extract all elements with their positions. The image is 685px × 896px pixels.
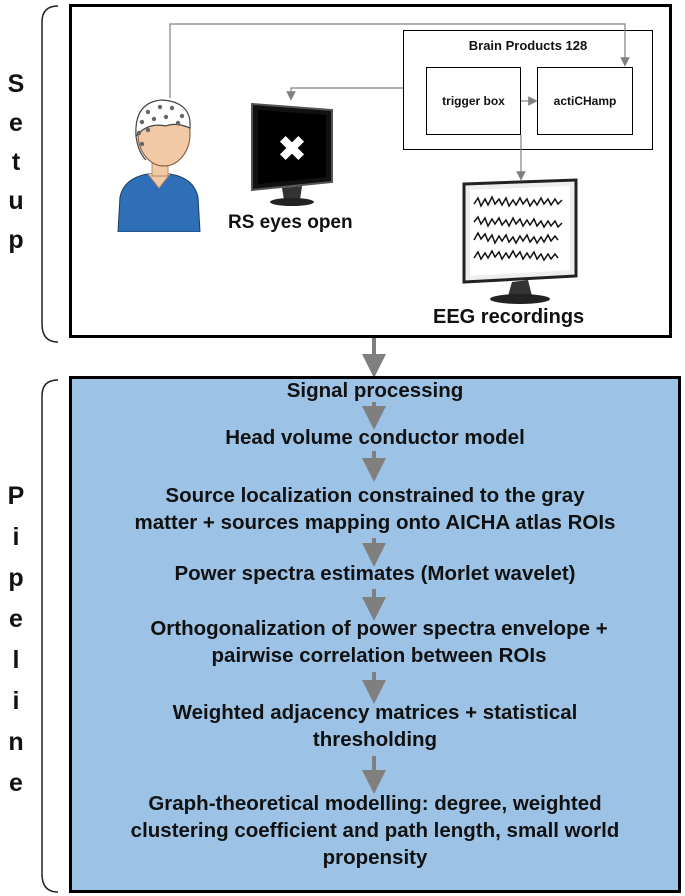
eeg-monitor-icon: [462, 178, 578, 304]
setup-letters-char: p: [8, 226, 24, 254]
setup-letters-char: S: [7, 70, 25, 98]
setup-letters-char: t: [11, 148, 21, 176]
pipeline-step-power-spectra: Power spectra estimates (Morlet wavelet): [174, 562, 576, 585]
pipeline-letters-char: e: [9, 605, 23, 633]
eeg-cap-person-icon: [117, 99, 201, 232]
setup-panel: [69, 4, 672, 338]
pipeline-bracket: [41, 379, 59, 893]
amplifier-group-box: [403, 30, 653, 150]
pipeline-step-head-model: Head volume conductor model: [225, 426, 525, 449]
pipeline-step-graph-modelling: Graph-theoretical modelling: degree, wei…: [130, 792, 620, 869]
amplifier-group-title: Brain Products 128: [468, 38, 588, 53]
setup-bracket: [41, 5, 59, 343]
pipeline-step-signal-processing: Signal processing: [286, 379, 464, 402]
pipeline-letters-char: p: [8, 564, 24, 592]
pipeline-letters-char: i: [12, 687, 20, 715]
screen-label: RS eyes open: [228, 212, 353, 233]
section-brackets: [41, 5, 59, 893]
pipeline-letters-char: e: [9, 769, 23, 797]
trigger-to-screen-line: [286, 87, 403, 101]
recordings-label: EEG recordings: [433, 306, 585, 328]
pipeline-step-orthogonalization: Orthogonalization of power spectra envel…: [150, 617, 608, 667]
person-to-amplifier-line: [169, 23, 630, 98]
setup-letters-char: u: [8, 187, 24, 215]
amplifier-label: actiCHamp: [553, 94, 617, 108]
pipeline-letters-char: i: [12, 523, 20, 551]
setup-letters-char: e: [9, 109, 23, 137]
cross-screen-icon: [251, 102, 333, 206]
trigger-box-label: trigger box: [442, 94, 505, 108]
pipeline-letters-char: n: [8, 728, 24, 756]
pipeline-letters-char: l: [12, 646, 20, 674]
pipeline-step-adjacency: Weighted adjacency matrices + statistica…: [172, 701, 578, 751]
amplifier-box: actiCHamp: [537, 67, 633, 135]
trigger-box: trigger box: [426, 67, 521, 135]
pipeline-letters-char: P: [7, 482, 25, 510]
pipeline-step-source-localization: Source localization constrained to the g…: [134, 484, 616, 534]
